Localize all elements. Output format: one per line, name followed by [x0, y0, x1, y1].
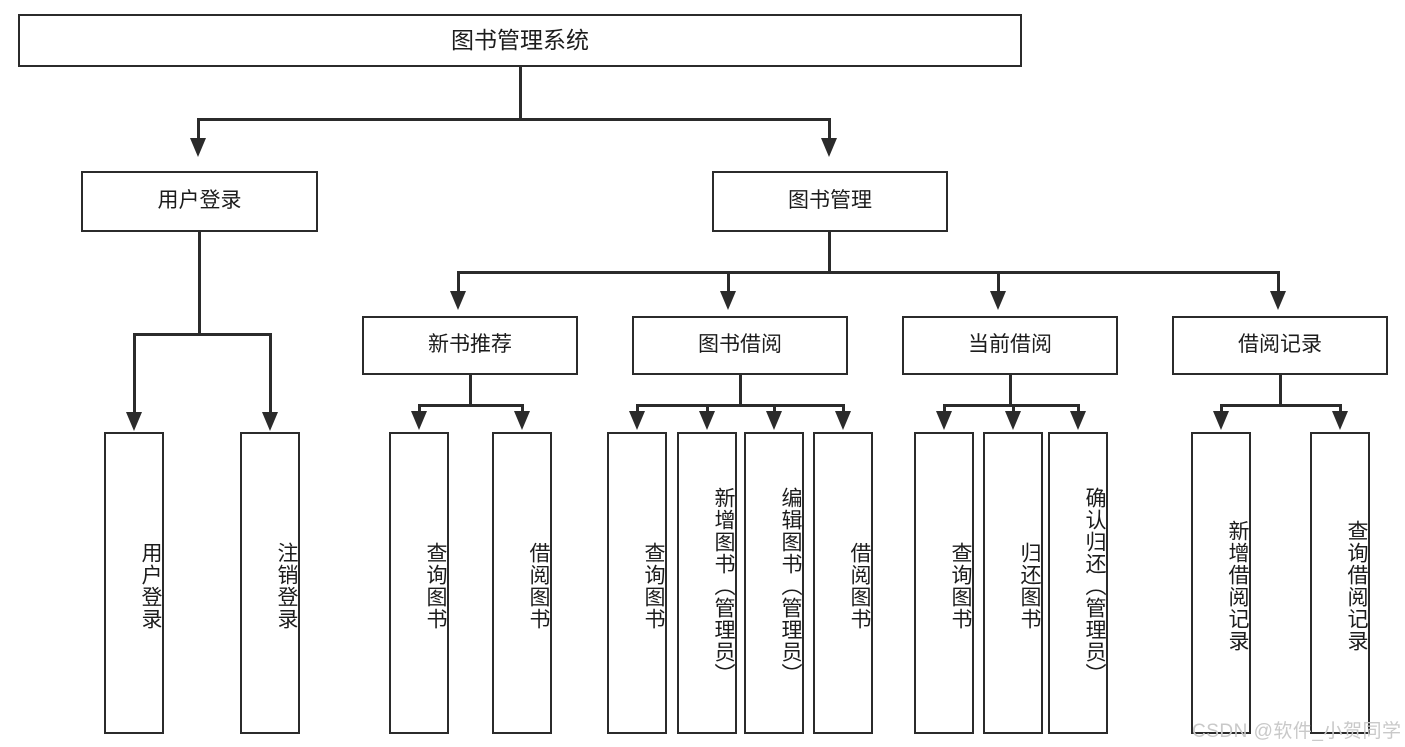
arrow-to-user-login-leaf: [126, 412, 142, 431]
edge-cb-stem: [1009, 375, 1012, 406]
leaf-edit-book-admin[interactable]: 编辑图书（管理员）: [744, 432, 804, 734]
node-label: 图书借阅: [698, 333, 782, 357]
node-label: 归还图书: [1018, 542, 1041, 630]
node-label: 用户登录: [157, 189, 242, 213]
edge-root-drop-right: [828, 118, 831, 140]
edge-br-drop-1: [1220, 404, 1223, 413]
arrow-cb-leaf-1: [936, 411, 952, 430]
edge-cb-drop-2: [1012, 404, 1015, 413]
leaf-query-borrow-record[interactable]: 查询借阅记录: [1310, 432, 1370, 734]
edge-cb-bus: [943, 404, 1080, 407]
edge-bb-drop-4: [842, 404, 845, 413]
leaf-borrow-book-recommend[interactable]: 借阅图书: [492, 432, 552, 734]
edge-br-bus: [1220, 404, 1342, 407]
edge-cb-drop-1: [943, 404, 946, 413]
arrow-to-book-manage: [821, 138, 837, 157]
edge-user-login-stem: [198, 232, 201, 335]
edge-nbr-drop-2: [521, 404, 524, 413]
node-label: 查询图书: [642, 542, 665, 630]
node-book-management[interactable]: 图书管理: [712, 171, 948, 232]
arrow-br-leaf-2: [1332, 411, 1348, 430]
node-label: 编辑图书（管理员）: [779, 487, 802, 685]
edge-bb-drop-1: [636, 404, 639, 413]
node-label: 注销登录: [275, 542, 298, 630]
arrow-to-current-borrow: [990, 291, 1006, 310]
arrow-bb-leaf-4: [835, 411, 851, 430]
arrow-bb-leaf-1: [629, 411, 645, 430]
arrow-to-new-book-recommend: [450, 291, 466, 310]
arrow-br-leaf-1: [1213, 411, 1229, 430]
edge-bb-stem: [739, 375, 742, 406]
arrow-to-book-borrow: [720, 291, 736, 310]
leaf-query-book-current[interactable]: 查询图书: [914, 432, 974, 734]
edge-user-login-drop-2: [269, 333, 272, 414]
edge-nbr-drop-1: [418, 404, 421, 413]
leaf-return-book[interactable]: 归还图书: [983, 432, 1043, 734]
edge-bm-drop-4: [1277, 271, 1280, 293]
edge-book-management-stem: [828, 232, 831, 274]
leaf-confirm-return-admin[interactable]: 确认归还（管理员）: [1048, 432, 1108, 734]
node-root-system[interactable]: 图书管理系统: [18, 14, 1022, 67]
arrow-nbr-leaf-1: [411, 411, 427, 430]
arrow-to-user-login: [190, 138, 206, 157]
edge-cb-drop-3: [1077, 404, 1080, 413]
arrow-to-logout-leaf: [262, 412, 278, 431]
node-label: 借阅图书: [848, 542, 871, 630]
node-label: 查询借阅记录: [1345, 520, 1368, 652]
edge-book-management-bus: [457, 271, 1280, 274]
edge-br-drop-2: [1339, 404, 1342, 413]
edge-root-stem: [519, 67, 522, 120]
edge-user-login-bus: [133, 333, 272, 336]
node-label: 新增借阅记录: [1226, 520, 1249, 652]
node-book-borrow[interactable]: 图书借阅: [632, 316, 848, 375]
node-label: 当前借阅: [968, 333, 1052, 357]
node-user-login[interactable]: 用户登录: [81, 171, 318, 232]
leaf-query-book-borrow[interactable]: 查询图书: [607, 432, 667, 734]
node-borrow-records[interactable]: 借阅记录: [1172, 316, 1388, 375]
arrow-nbr-leaf-2: [514, 411, 530, 430]
edge-root-bus: [197, 118, 831, 121]
node-label: 新书推荐: [428, 333, 512, 357]
edge-root-drop-left: [197, 118, 200, 140]
node-label: 确认归还（管理员）: [1083, 487, 1106, 685]
arrow-cb-leaf-3: [1070, 411, 1086, 430]
node-label: 借阅记录: [1238, 333, 1322, 357]
edge-bb-drop-2: [706, 404, 709, 413]
arrow-to-borrow-records: [1270, 291, 1286, 310]
node-label: 用户登录: [139, 542, 162, 630]
node-new-book-recommend[interactable]: 新书推荐: [362, 316, 578, 375]
leaf-user-login[interactable]: 用户登录: [104, 432, 164, 734]
node-label: 查询图书: [424, 542, 447, 630]
edge-nbr-bus: [418, 404, 524, 407]
edge-bm-drop-2: [727, 271, 730, 293]
edge-bb-bus: [636, 404, 845, 407]
edge-bb-drop-3: [773, 404, 776, 413]
csdn-watermark: CSDN @软件_小贺同学: [1192, 721, 1402, 742]
arrow-cb-leaf-2: [1005, 411, 1021, 430]
node-label: 查询图书: [949, 542, 972, 630]
leaf-borrow-book[interactable]: 借阅图书: [813, 432, 873, 734]
arrow-bb-leaf-2: [699, 411, 715, 430]
leaf-add-book-admin[interactable]: 新增图书（管理员）: [677, 432, 737, 734]
edge-nbr-stem: [469, 375, 472, 406]
leaf-query-book-recommend[interactable]: 查询图书: [389, 432, 449, 734]
edge-bm-drop-1: [457, 271, 460, 293]
node-label: 新增图书（管理员）: [712, 487, 735, 685]
edge-br-stem: [1279, 375, 1282, 406]
arrow-bb-leaf-3: [766, 411, 782, 430]
node-label: 图书管理: [788, 189, 872, 213]
leaf-add-borrow-record[interactable]: 新增借阅记录: [1191, 432, 1251, 734]
edge-user-login-drop-1: [133, 333, 136, 414]
node-label: 借阅图书: [527, 542, 550, 630]
leaf-logout[interactable]: 注销登录: [240, 432, 300, 734]
node-current-borrow[interactable]: 当前借阅: [902, 316, 1118, 375]
edge-bm-drop-3: [997, 271, 1000, 293]
node-label: 图书管理系统: [451, 26, 589, 53]
